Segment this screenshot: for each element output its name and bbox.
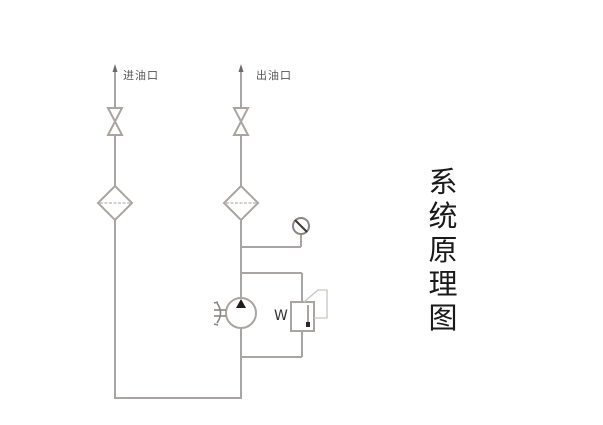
pressure-gauge-icon	[292, 217, 310, 235]
inlet-filter-icon	[96, 184, 134, 222]
title-char: 统	[428, 199, 458, 233]
diagram-title: 系 统 原 理 图	[425, 165, 461, 335]
relief-valve-icon	[290, 289, 328, 332]
outlet-arrow-icon	[238, 64, 244, 72]
outlet-label: 出油口	[256, 69, 292, 82]
inlet-label: 进油口	[123, 69, 159, 82]
outlet-valve-icon	[232, 107, 250, 136]
title-char: 系	[428, 165, 458, 199]
outlet-filter-icon	[222, 184, 260, 222]
title-char: 原	[428, 233, 458, 267]
inlet-valve-icon	[106, 107, 124, 136]
relief-valve-mark: W	[274, 308, 288, 324]
inlet-arrow-icon	[112, 64, 118, 72]
title-char: 图	[428, 301, 458, 335]
title-char: 理	[428, 267, 458, 301]
hydraulic-pump-icon	[213, 297, 257, 329]
